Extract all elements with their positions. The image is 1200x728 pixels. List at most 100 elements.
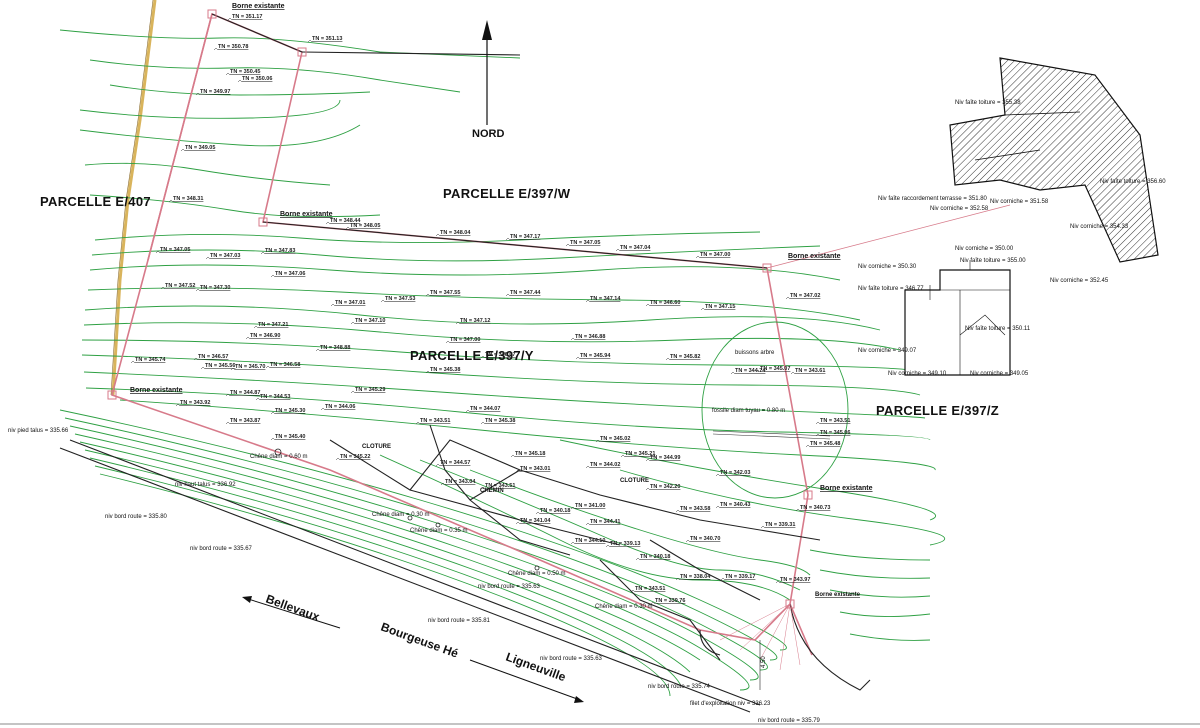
spot-elevation-label: TN = 338.04 [680, 574, 711, 580]
note-faite-toiture-1: Niv faîte toiture = 355.38 [955, 100, 1021, 106]
spot-elevation-marker [175, 403, 181, 407]
spot-elevation-label: TN = 344.41 [590, 519, 620, 525]
spot-elevation-label: TN = 345.56 [205, 363, 235, 369]
note-faite-toiture-2: Niv faîte toiture = 356.60 [1100, 179, 1166, 185]
spot-elevation-marker [335, 457, 341, 461]
spot-elevation-label: TN = 344.99 [650, 455, 680, 461]
spot-elevation-label: TN = 349.97 [200, 89, 230, 95]
note-chene-4: Chêne diam = 0.50 m [508, 571, 566, 577]
spot-elevation-marker [730, 371, 736, 375]
spot-elevation-marker [515, 521, 521, 525]
spot-elevation-label: TN = 341.04 [520, 518, 551, 524]
spot-elevation-label: TN = 346.60 [650, 300, 680, 306]
note-faite-raccord: Niv faîte raccordement terrasse = 351.80 [878, 196, 988, 202]
spot-elevation-marker [350, 390, 356, 394]
western-boundary-edge [110, 0, 154, 396]
spot-elevation-marker [675, 577, 681, 581]
spot-elevation-marker [645, 458, 651, 462]
spot-elevation-marker [225, 72, 231, 76]
road-label-bourgeuse: Bourgeuse Hé [379, 620, 461, 661]
spot-elevation-label: TN = 339.76 [655, 598, 685, 604]
note-chene-1: Chêne diam = 0.60 m [250, 454, 308, 460]
spot-elevation-label: TN = 345.21 [625, 451, 655, 457]
spot-elevation-label: TN = 347.14 [590, 296, 621, 302]
spot-elevation-label: TN = 345.02 [600, 436, 630, 442]
western-boundary-strip [111, 0, 157, 396]
spot-elevation-marker [440, 482, 446, 486]
spot-elevation-label: TN = 346.58 [270, 362, 300, 368]
spot-elevation-label: TN = 342.03 [720, 470, 750, 476]
spot-elevation-label: TN = 348.44 [330, 218, 361, 224]
borne-left-label: Borne existante [130, 387, 183, 394]
spot-elevation-marker [620, 454, 626, 458]
spot-elevation-marker [330, 303, 336, 307]
spot-elevation-label: TN = 344.02 [590, 462, 620, 468]
spot-elevation-marker [605, 544, 611, 548]
note-chene-2: Chêne diam = 0.30 m [372, 512, 430, 518]
spot-elevation-marker [245, 336, 251, 340]
north-arrow [482, 20, 492, 125]
spot-elevation-label: TN = 345.38 [485, 418, 515, 424]
note-niv-bord-route-4: niv bord route = 335.81 [428, 618, 491, 624]
spot-elevation-label: TN = 347.05 [160, 247, 190, 253]
spot-elevation-label: TN = 345.07 [760, 366, 790, 372]
spot-elevation-label: TN = 347.01 [335, 300, 365, 306]
contour-lines-upper [59, 29, 945, 641]
spot-elevation-marker [775, 580, 781, 584]
spot-elevation-marker [260, 251, 266, 255]
parcel-boundary [111, 12, 813, 656]
spot-elevation-marker [505, 293, 511, 297]
note-corniche-5: Niv corniche = 350.00 [955, 246, 1014, 252]
note-buissons: buissons arbre [735, 350, 775, 356]
spot-elevation-marker [435, 233, 441, 237]
spot-elevation-label: TN = 345.22 [340, 454, 370, 460]
spot-elevation-label: TN = 347.17 [510, 234, 540, 240]
parcel-y-label: PARCELLE E/397/Y [410, 348, 534, 363]
spot-elevation-marker [315, 348, 321, 352]
spot-elevation-marker [130, 360, 136, 364]
note-corniche-4: Niv corniche = 352.45 [1050, 278, 1109, 284]
spot-elevation-marker [425, 293, 431, 297]
spot-elevation-marker [270, 274, 276, 278]
spot-elevation-label: TN = 347.44 [510, 290, 541, 296]
spot-elevation-label: TN = 346.57 [198, 354, 228, 360]
note-faite-toiture-3: Niv faîte toiture = 355.00 [960, 258, 1026, 264]
spot-elevation-label: TN = 345.38 [430, 367, 460, 373]
spot-elevation-marker [695, 255, 701, 259]
spot-elevation-marker [180, 148, 186, 152]
borne-top-label: Borne existante [232, 3, 285, 10]
borne-markers [107, 9, 813, 609]
spot-elevation-label: TN = 351.17 [232, 14, 262, 20]
note-niv-bord-route-2: niv bord route = 335.67 [190, 546, 253, 552]
spot-elevation-label: TN = 343.01 [520, 466, 550, 472]
spot-elevation-label: TN = 345.82 [670, 354, 700, 360]
spot-elevation-marker [715, 473, 721, 477]
spot-elevation-marker [535, 511, 541, 515]
spot-elevation-marker [515, 469, 521, 473]
survey-notes: niv pied talus = 335.66 niv bord route =… [8, 100, 1166, 724]
spot-elevation-marker [445, 340, 451, 344]
spot-elevation-marker [480, 355, 486, 359]
cloture-label-1: CLOTURE [362, 444, 391, 450]
spot-elevation-marker [225, 393, 231, 397]
spot-elevation-marker [455, 321, 461, 325]
spot-elevation-label: TN = 347.53 [385, 296, 415, 302]
spot-elevation-marker [575, 356, 581, 360]
spot-elevation-label: TN = 340.18 [640, 554, 670, 560]
spot-elevation-marker [815, 433, 821, 437]
spot-elevation-marker [425, 370, 431, 374]
spot-elevation-label: TN = 344.57 [440, 460, 470, 466]
spot-elevation-label: TN = 343.92 [180, 400, 210, 406]
spot-elevation-label: TN = 350.45 [230, 69, 260, 75]
note-niv-bord-route-3: niv bord route = 335.63 [478, 584, 541, 590]
note-faite-toiture-4: Niv faîte toiture = 346.77 [858, 286, 924, 292]
spot-elevation-marker [465, 409, 471, 413]
spot-elevation-marker [595, 439, 601, 443]
spot-elevation-label: TN = 347.15 [705, 304, 735, 310]
spot-elevation-label: TN = 344.74 [735, 368, 766, 374]
note-fil-exploitation: filet d'exploitation niv = 336.23 [690, 701, 771, 707]
spot-elevation-marker [635, 557, 641, 561]
spot-elevation-label: TN = 347.00 [700, 252, 730, 258]
